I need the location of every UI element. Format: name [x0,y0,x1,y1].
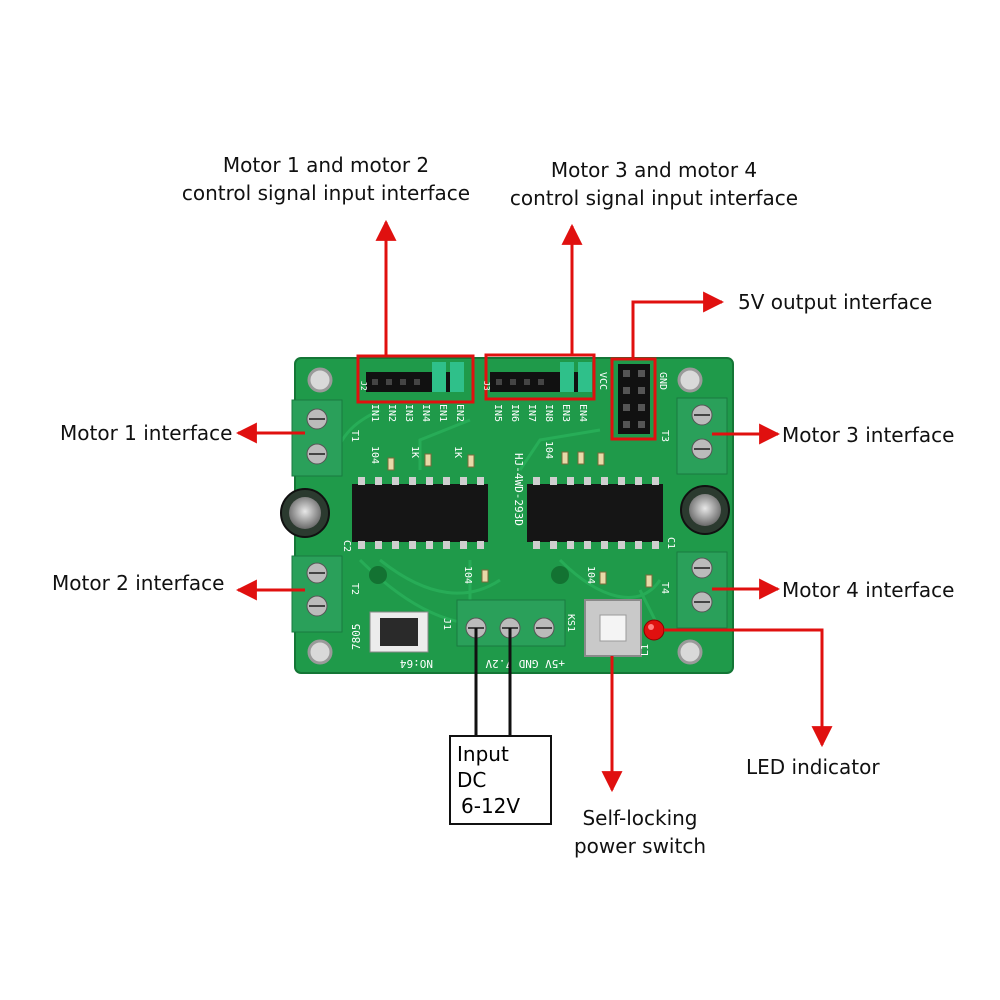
silk-104-a: 104 [369,446,380,464]
label-ctrl-12-line2: control signal input interface [181,181,471,205]
silk-board-name: HJ-4WD-293D [512,453,525,526]
label-switch: Self-locking power switch [574,804,706,860]
silk-104-b: 104 [543,441,554,459]
silk-1k-a: 1K [409,446,420,458]
silk-1k-b: 1K [452,446,463,458]
screw-terminal-t2 [291,555,343,633]
silk-pin-left-0: IN1 [369,404,380,422]
silk-ks1: KS1 [565,614,576,632]
leader-arrows [235,219,833,793]
smd-components [387,451,653,588]
silk-t3: T3 [659,430,670,442]
header-j3 [490,362,592,392]
silk-t2: T2 [349,583,360,595]
label-switch-line1: Self-locking [582,806,698,830]
label-input-dc: Input DC 6-12V [449,735,552,825]
silk-regulator: 7805 [350,624,363,651]
silk-pin-left-5: EN2 [454,404,465,422]
input-leads [474,628,512,735]
silk-t1: T1 [349,430,360,442]
silk-pin-right-4: EN3 [560,404,571,422]
label-motor4: Motor 4 interface [782,578,955,602]
silkscreen: IN1 IN2 IN3 IN4 EN1 EN2 IN5 IN6 IN7 IN8 EN3 EN4 VC… [341,372,676,670]
silk-pin-right-5: EN4 [577,404,588,422]
silk-c2: C2 [341,540,352,552]
capacitor-c2 [280,488,330,538]
capacitor-c1 [680,485,730,535]
highlight-boxes [356,353,657,441]
silk-pin-left-1: IN2 [386,404,397,422]
silk-pin-left-2: IN3 [403,404,414,422]
power-switch [584,599,642,657]
silk-pin-right-1: IN6 [509,404,520,422]
ic-chip-left [352,477,488,549]
silk-104-d: 104 [585,566,596,584]
label-5v-output: 5V output interface [738,290,933,314]
silk-pin-left-4: EN1 [437,404,448,422]
screw-terminal-t3 [676,397,728,475]
mounting-holes [307,367,703,665]
silk-pin-right-3: IN8 [543,404,554,422]
voltage-regulator [369,611,429,653]
silk-power-pins: +5V GND 7.2V [485,657,565,670]
label-ctrl-34-line2: control signal input interface [509,186,799,210]
label-ctrl-12: Motor 1 and motor 2 control signal input… [182,151,470,207]
silk-gnd: GND [657,372,668,390]
arrow-5v [631,291,725,359]
label-input-dc-line1: Input DC [457,742,509,792]
silk-j3: J3 [482,381,491,391]
silk-pin-right-0: IN5 [492,404,503,422]
header-5v [618,364,650,434]
silk-pin-right-2: IN7 [526,404,537,422]
silk-t4: T4 [659,582,670,594]
silk-l1: L1 [640,644,651,656]
silk-vcc: VCC [597,372,608,390]
header-j2 [366,362,464,392]
label-motor1: Motor 1 interface [60,421,233,445]
label-motor2: Motor 2 interface [52,571,225,595]
silk-104-c: 104 [462,566,473,584]
silk-j1: J1 [441,618,452,630]
silk-c1: C1 [665,537,676,549]
label-motor3: Motor 3 interface [782,423,955,447]
label-input-dc-line2: 6-12V [461,794,521,818]
label-ctrl-34: Motor 3 and motor 4 control signal input… [510,156,798,212]
arrow-led [664,628,833,748]
silk-j2: J2 [359,381,368,391]
label-ctrl-34-line1: Motor 3 and motor 4 [550,158,758,182]
label-switch-line2: power switch [573,834,707,858]
label-ctrl-12-line1: Motor 1 and motor 2 [222,153,430,177]
label-led: LED indicator [746,755,880,779]
pcb-board [294,357,734,674]
screw-terminal-t1 [291,399,343,477]
silk-board-no: NO:64 [400,657,433,670]
led-indicator [643,619,665,641]
ic-chip-right [527,477,663,549]
silk-pin-left-3: IN4 [420,404,431,422]
